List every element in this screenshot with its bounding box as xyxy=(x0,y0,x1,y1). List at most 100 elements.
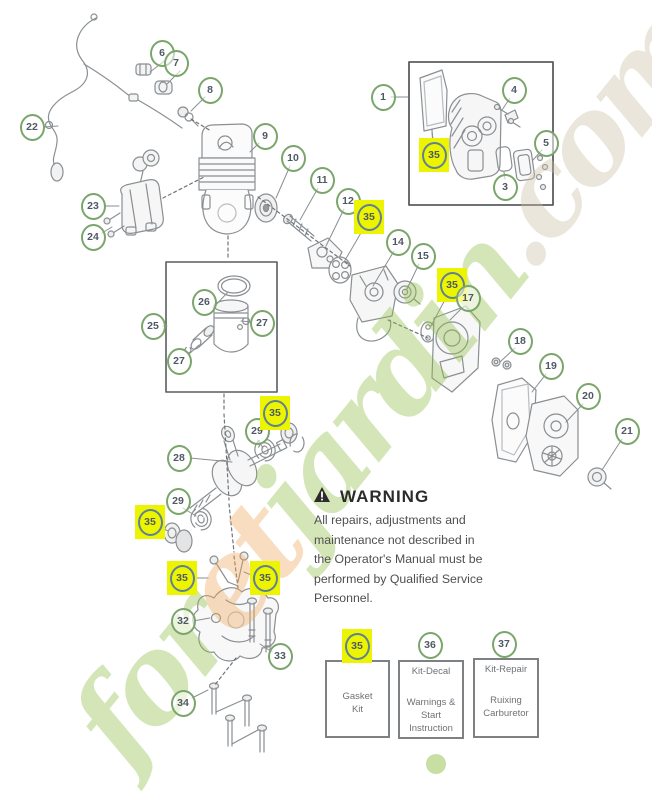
callout-22: 22 xyxy=(17,110,47,144)
ignition-coil-drawing xyxy=(120,149,164,236)
callout-5: 5 xyxy=(531,126,561,160)
grommet-7-drawing xyxy=(154,80,173,95)
callout-28: 28 xyxy=(164,441,194,475)
callout-10: 10 xyxy=(278,141,308,175)
warning-block: WARNING All repairs, adjustments and mai… xyxy=(314,487,489,609)
callout-7: 7 xyxy=(161,46,191,80)
grommet-6-drawing xyxy=(135,63,152,76)
callout-number: 29 xyxy=(165,487,191,515)
callout-number: 9 xyxy=(252,122,278,150)
callout-number: 15 xyxy=(410,242,436,270)
callout-number: 25 xyxy=(140,312,166,340)
callout-number: 27 xyxy=(249,309,275,337)
callout-number: 35 xyxy=(356,203,382,231)
kit-title: Kit-Repair xyxy=(484,664,528,675)
warning-line: maintenance not described in xyxy=(314,532,475,547)
callout-11: 11 xyxy=(307,163,337,197)
callout-number: 1 xyxy=(370,83,396,111)
callout-35: 35 xyxy=(354,200,384,234)
bolts-34-drawing xyxy=(208,682,268,753)
callout-number: 34 xyxy=(170,689,196,717)
callout-19: 19 xyxy=(536,349,566,383)
callout-37: 37 xyxy=(489,627,519,661)
callout-number: 3 xyxy=(492,173,518,201)
callout-35: 35 xyxy=(260,396,290,430)
seal-10-drawing xyxy=(254,193,278,223)
kit-line: Carburetor xyxy=(483,708,529,719)
callout-number: 19 xyxy=(538,352,564,380)
kit-line: Gasket xyxy=(342,691,373,702)
callout-3: 3 xyxy=(490,170,520,204)
callout-15: 15 xyxy=(408,239,438,273)
callout-number: 18 xyxy=(507,327,533,355)
part-8-drawing xyxy=(177,106,199,127)
bearing-29-bottom-drawing xyxy=(190,507,212,531)
callout-27: 27 xyxy=(164,344,194,378)
callout-number: 10 xyxy=(280,144,306,172)
kit-line: Start Instruction xyxy=(409,710,453,734)
callout-number: 11 xyxy=(309,166,335,194)
callout-number: 5 xyxy=(533,129,559,157)
callout-20: 20 xyxy=(573,379,603,413)
callout-number: 23 xyxy=(80,192,106,220)
starter-cover-20-drawing xyxy=(525,395,579,477)
warning-line: Personnel. xyxy=(314,591,373,605)
warning-title: WARNING xyxy=(340,487,430,506)
gasket-intake-drawing xyxy=(328,256,352,284)
callout-number: 26 xyxy=(191,288,217,316)
callout-number: 35 xyxy=(421,141,447,169)
callout-29: 29 xyxy=(163,484,193,518)
warning-triangle-icon xyxy=(314,487,330,502)
warning-line: performed by Qualified Service xyxy=(314,571,483,586)
callout-26: 26 xyxy=(189,285,219,319)
callout-number: 17 xyxy=(455,284,481,312)
callout-9: 9 xyxy=(250,119,280,153)
carburetor-drawing xyxy=(349,265,399,342)
callout-32: 32 xyxy=(168,604,198,638)
callout-number: 24 xyxy=(80,223,106,251)
callout-35: 35 xyxy=(167,561,197,595)
assembly-dashed-lines xyxy=(162,118,429,687)
callout-27: 27 xyxy=(247,306,277,340)
decal-kit-box: Kit-Decal Warnings & Start Instruction xyxy=(398,660,464,739)
bolts-33-drawing xyxy=(246,597,274,653)
callout-number: 36 xyxy=(417,631,443,659)
warning-line: the Operator's Manual must be xyxy=(314,552,483,566)
callout-17: 17 xyxy=(453,281,483,315)
callout-number: 33 xyxy=(267,642,293,670)
callout-number: 20 xyxy=(575,382,601,410)
callout-35: 35 xyxy=(135,505,165,539)
kit-title: Kit-Decal xyxy=(411,666,451,677)
kit-line: Kit xyxy=(351,704,364,715)
warning-line: All repairs, adjustments and xyxy=(314,513,466,527)
callout-36: 36 xyxy=(415,628,445,662)
callout-number: 22 xyxy=(19,113,45,141)
callout-14: 14 xyxy=(383,225,413,259)
callout-number: 35 xyxy=(262,399,288,427)
callout-number: 35 xyxy=(169,564,195,592)
callout-number: 14 xyxy=(385,228,411,256)
callout-24: 24 xyxy=(78,220,108,254)
callout-8: 8 xyxy=(195,73,225,107)
screws-24-drawing xyxy=(103,212,125,238)
callout-21: 21 xyxy=(612,414,642,448)
callout-4: 4 xyxy=(499,73,529,107)
callout-25: 25 xyxy=(138,309,168,343)
cylinder-drawing xyxy=(198,123,256,235)
callout-34: 34 xyxy=(168,686,198,720)
crankcase-screws-drawing xyxy=(209,551,249,587)
callout-18: 18 xyxy=(505,324,535,358)
callout-number: 21 xyxy=(614,417,640,445)
watermark-dot xyxy=(426,754,446,774)
callout-number: 7 xyxy=(163,49,189,77)
callout-number: 35 xyxy=(137,508,163,536)
fuel-line-drawing xyxy=(44,13,183,182)
callout-35: 35 xyxy=(342,629,372,663)
callout-number: 35 xyxy=(252,564,278,592)
carburetor-kit-box: Kit-Repair Ruixing Carburetor xyxy=(473,658,539,738)
bracket-19-drawing xyxy=(491,377,537,463)
kit-line: Ruixing xyxy=(490,695,522,706)
callout-number: 4 xyxy=(501,76,527,104)
knob-21-drawing xyxy=(587,467,612,490)
